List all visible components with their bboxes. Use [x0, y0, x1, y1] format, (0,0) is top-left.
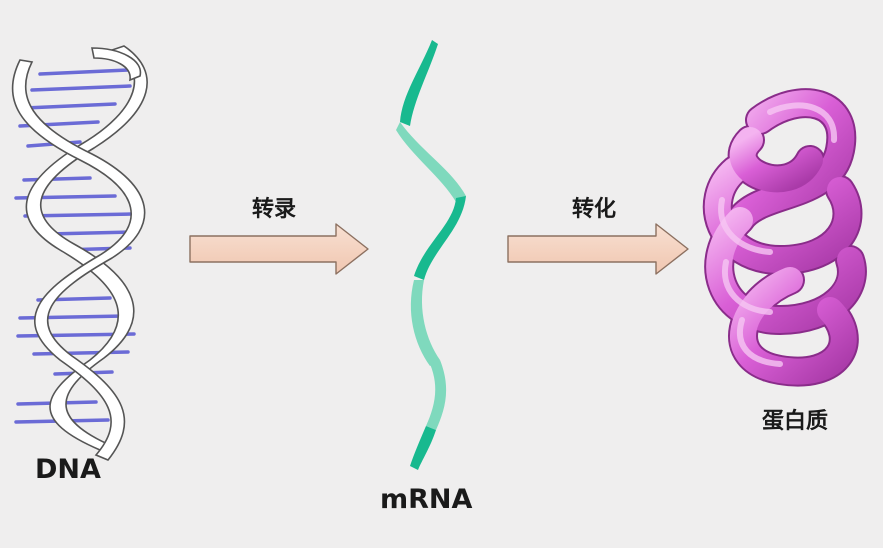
dna-label: DNA — [35, 454, 101, 485]
arrow-translation — [507, 223, 689, 275]
dna-strand-a-top — [91, 47, 142, 82]
step2-label: 转化 — [572, 196, 616, 222]
mrna-label: mRNA — [380, 484, 473, 515]
protein-structure — [702, 88, 867, 387]
step1-label: 转录 — [252, 196, 296, 222]
dna-helix — [11, 45, 148, 461]
arrow-transcription — [189, 223, 369, 275]
dna-strand-b — [11, 59, 146, 461]
mrna-strand — [396, 40, 466, 470]
protein-label: 蛋白质 — [762, 408, 828, 434]
